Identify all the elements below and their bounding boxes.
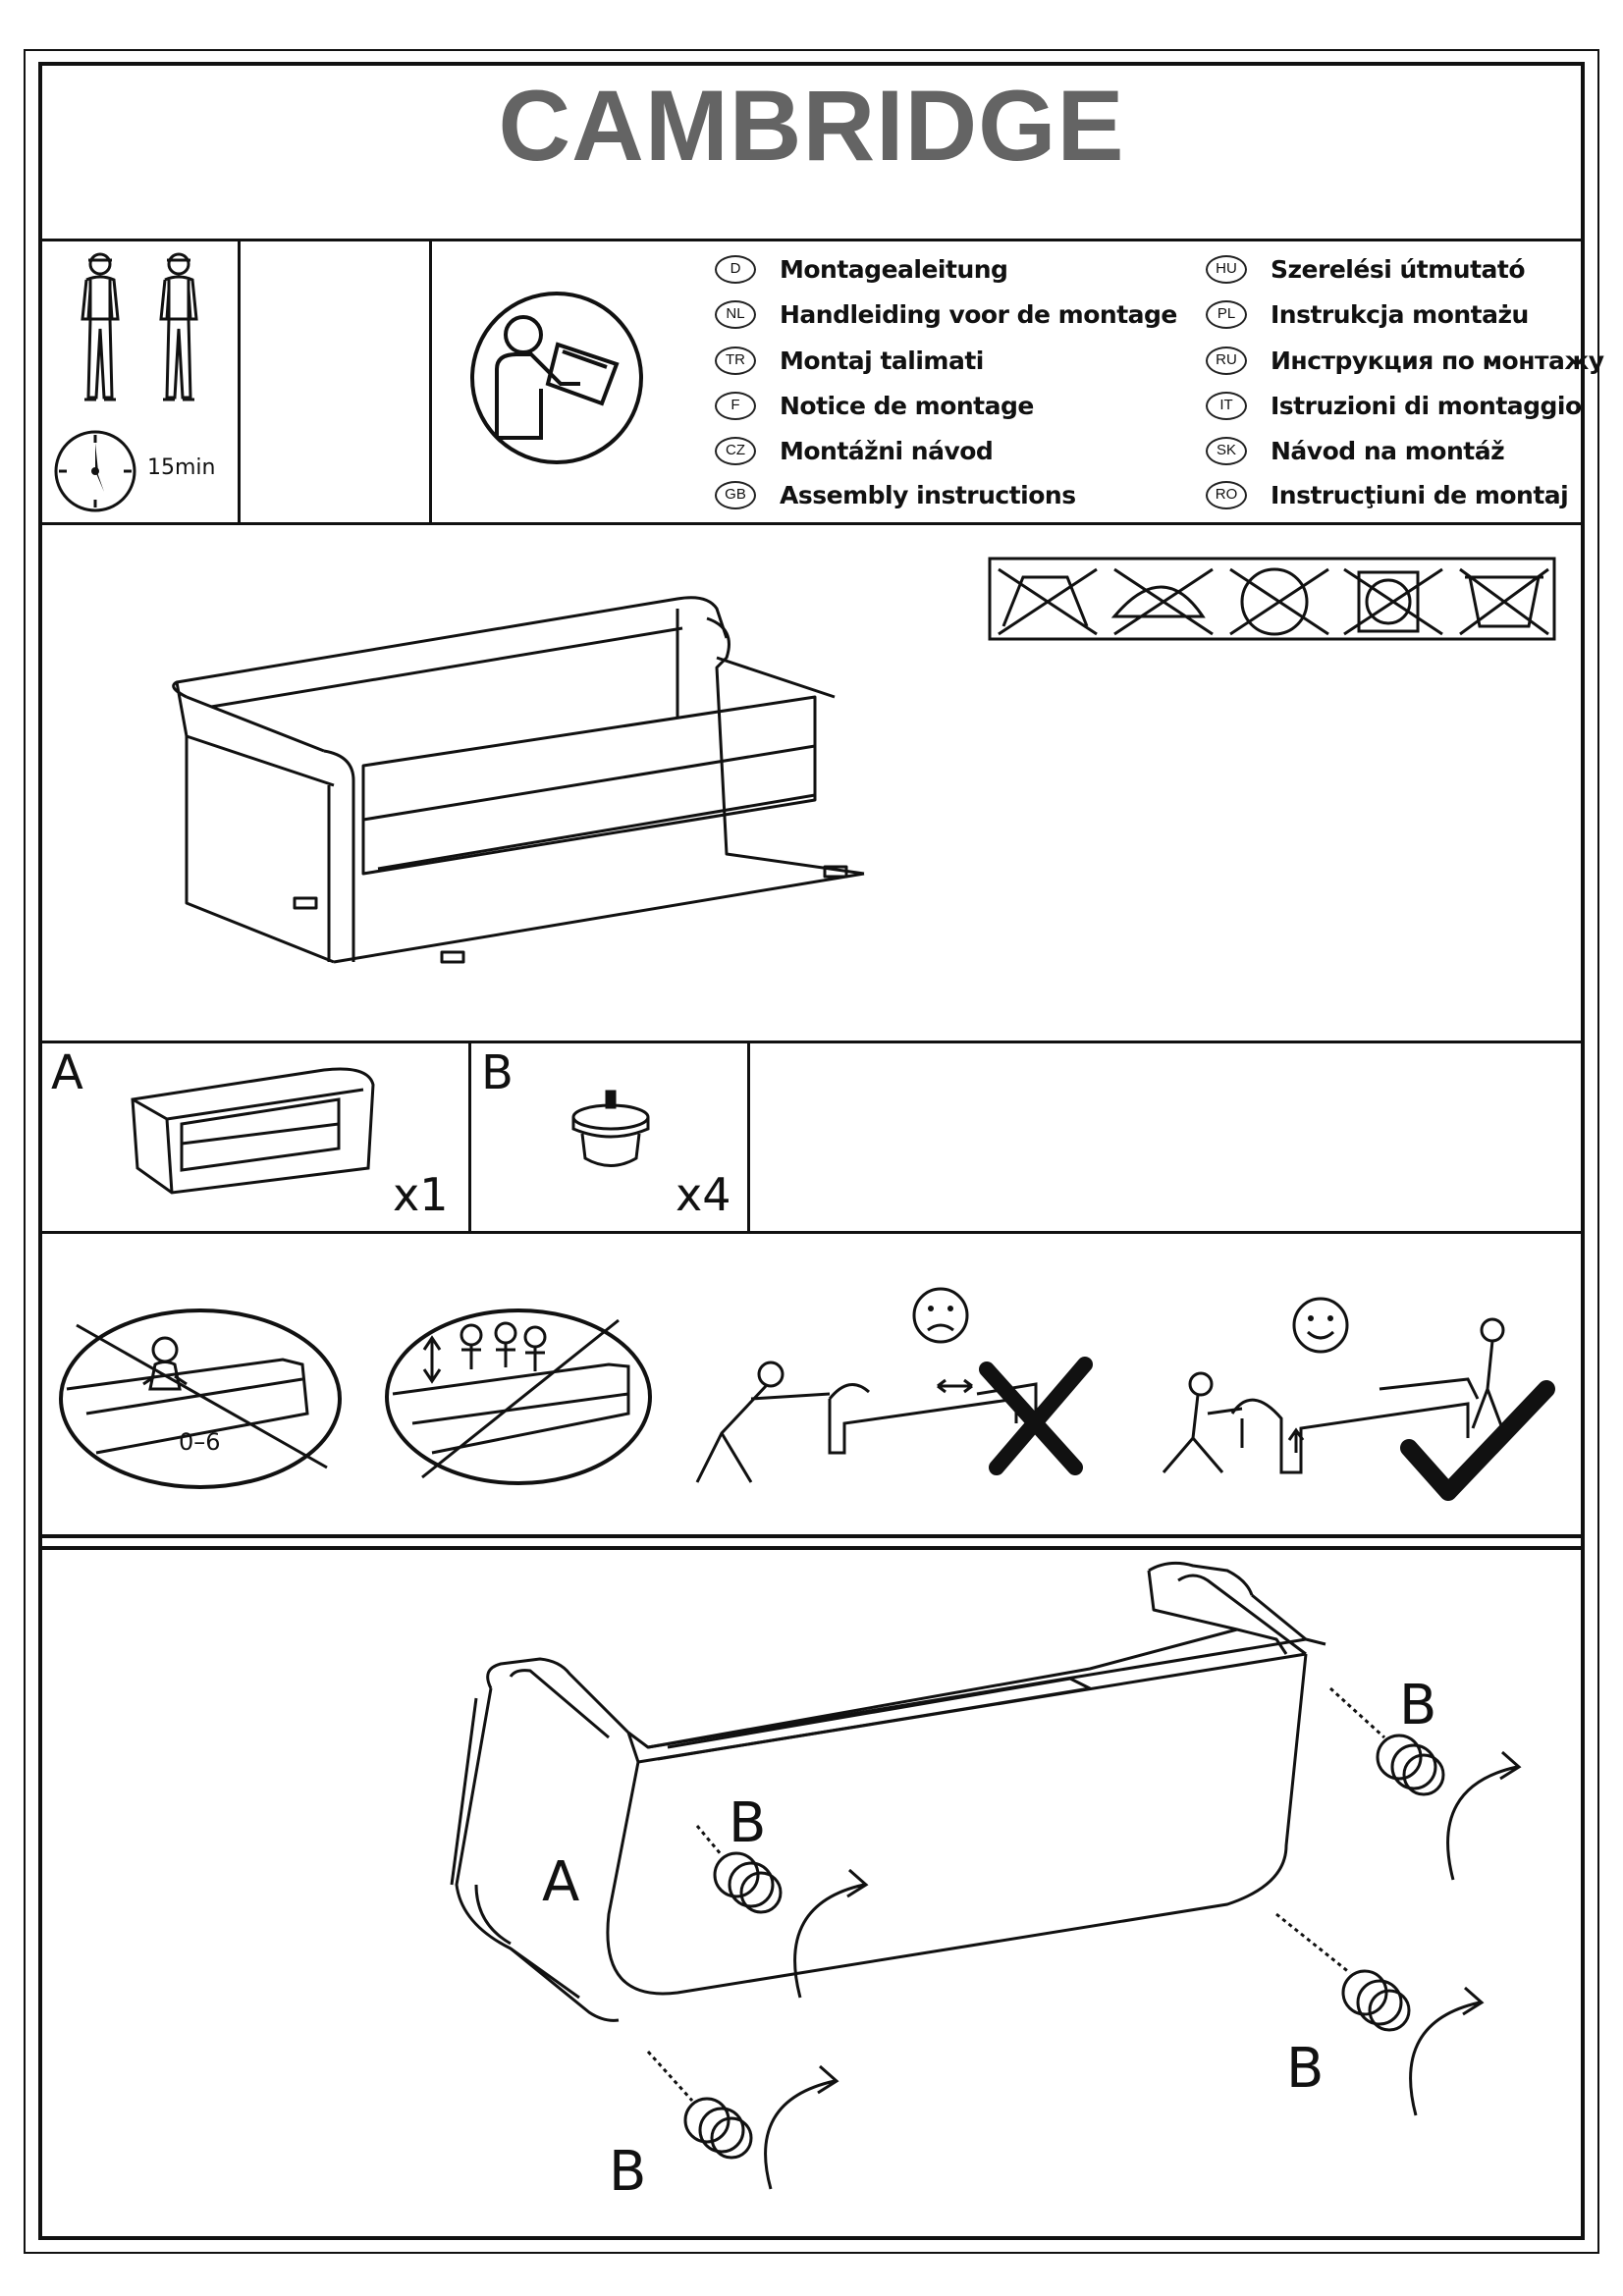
language-label: Istruzioni di montaggio bbox=[1271, 391, 1582, 420]
page-title: CAMBRIDGE bbox=[498, 70, 1125, 182]
no-iron-icon bbox=[1110, 567, 1214, 636]
assembly-time: 15min bbox=[147, 455, 216, 480]
read-manual-icon bbox=[470, 292, 643, 464]
language-label: Montaj talimati bbox=[780, 346, 984, 375]
rotate-arrow-icon bbox=[764, 1750, 1522, 2190]
divider bbox=[238, 240, 241, 524]
language-item: SK Návod na montáž bbox=[1206, 431, 1505, 470]
divider bbox=[38, 522, 1585, 525]
divider bbox=[429, 240, 432, 524]
part-a-label: A bbox=[542, 1850, 580, 1914]
part-letter: B bbox=[481, 1045, 514, 1100]
no-bleach-icon bbox=[1459, 567, 1549, 636]
clock-icon bbox=[54, 430, 136, 512]
language-item: HU Szerelési útmutató bbox=[1206, 249, 1526, 289]
age-range-label: 0–6 bbox=[179, 1428, 221, 1456]
part-sofa-foot-icon bbox=[571, 1090, 650, 1167]
language-code: GB bbox=[715, 480, 756, 509]
language-item: CZ Montážni návod bbox=[715, 431, 994, 470]
part-b-label: B bbox=[1399, 1674, 1437, 1737]
divider bbox=[38, 1534, 1585, 1538]
language-code: F bbox=[715, 391, 756, 420]
language-item: PL Instrukcja montażu bbox=[1206, 294, 1529, 334]
part-quantity: x1 bbox=[393, 1168, 449, 1221]
part-b-label: B bbox=[609, 2140, 647, 2204]
language-item: TR Montaj talimati bbox=[715, 341, 984, 380]
language-item: D Montagealeitung bbox=[715, 249, 1008, 289]
language-code: SK bbox=[1206, 436, 1247, 465]
language-code: IT bbox=[1206, 391, 1247, 420]
divider bbox=[38, 1231, 1585, 1234]
part-b-label: B bbox=[1286, 2037, 1325, 2101]
language-code: CZ bbox=[715, 436, 756, 465]
language-label: Инструкция по монтажу bbox=[1271, 346, 1604, 375]
language-code: RO bbox=[1206, 480, 1247, 509]
language-label: Návod na montáž bbox=[1271, 436, 1505, 465]
language-code: HU bbox=[1206, 254, 1247, 284]
language-code: PL bbox=[1206, 299, 1247, 329]
part-letter: A bbox=[51, 1045, 83, 1100]
page-inner-border bbox=[38, 62, 1585, 2240]
language-item: GB Assembly instructions bbox=[715, 475, 1076, 514]
page-outer-border bbox=[24, 49, 1599, 2254]
no-tumble-dry-icon bbox=[1343, 567, 1443, 636]
divider bbox=[38, 1546, 1585, 1550]
language-label: Montagealeitung bbox=[780, 254, 1008, 284]
divider bbox=[468, 1042, 471, 1233]
assembly-step-diagram bbox=[450, 1561, 1522, 2190]
part-sofa-body-icon bbox=[131, 1067, 375, 1195]
language-item: RU Инструкция по монтажу bbox=[1206, 341, 1604, 380]
no-children-under-6-icon bbox=[59, 1308, 342, 1489]
no-dryclean-icon bbox=[1229, 567, 1329, 636]
language-label: Notice de montage bbox=[780, 391, 1034, 420]
language-label: Instrucţiuni de montaj bbox=[1271, 480, 1569, 509]
no-wash-icon bbox=[998, 567, 1098, 636]
foot-drawing bbox=[646, 1686, 1445, 2160]
language-code: D bbox=[715, 254, 756, 284]
language-item: F Notice de montage bbox=[715, 386, 1034, 425]
divider bbox=[38, 239, 1585, 241]
no-jumping-icon bbox=[385, 1308, 652, 1485]
wrong-lifting-method-icon bbox=[695, 1287, 1093, 1483]
language-code: TR bbox=[715, 346, 756, 375]
language-label: Szerelési útmutató bbox=[1271, 254, 1526, 284]
language-label: Assembly instructions bbox=[780, 480, 1076, 509]
language-label: Montážni návod bbox=[780, 436, 994, 465]
language-code: RU bbox=[1206, 346, 1247, 375]
language-label: Handleiding voor de montage bbox=[780, 299, 1177, 329]
divider bbox=[38, 1041, 1585, 1043]
two-workers-icon bbox=[81, 252, 198, 401]
correct-lifting-method-icon bbox=[1162, 1297, 1555, 1501]
language-code: NL bbox=[715, 299, 756, 329]
sofa-illustration bbox=[172, 596, 865, 964]
language-item: IT Istruzioni di montaggio bbox=[1206, 386, 1582, 425]
language-item: NL Handleiding voor de montage bbox=[715, 294, 1177, 334]
language-label: Instrukcja montażu bbox=[1271, 299, 1529, 329]
care-symbols-strip bbox=[988, 557, 1556, 641]
part-quantity: x4 bbox=[676, 1168, 731, 1221]
part-b-label: B bbox=[729, 1791, 767, 1855]
divider bbox=[747, 1042, 750, 1233]
language-item: RO Instrucţiuni de montaj bbox=[1206, 475, 1569, 514]
